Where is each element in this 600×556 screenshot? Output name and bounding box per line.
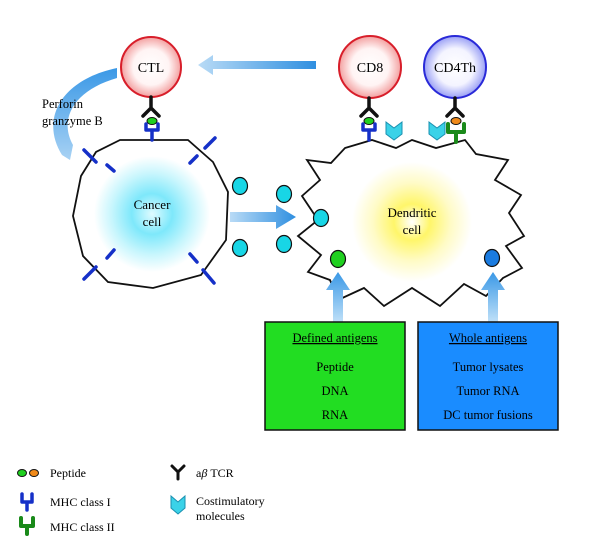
cd4th-label: CD4Th (434, 61, 476, 76)
cd8-label: CD8 (357, 61, 383, 76)
dendritic-cell-label-1: Dendritic (387, 205, 436, 220)
peptide-green-icon (17, 469, 27, 477)
cd4th-cell: CD4Th (423, 35, 487, 99)
cancer-cell-marks (82, 136, 217, 285)
perforin-label-line1: Perforin (42, 97, 84, 111)
mhc2-icon (19, 516, 35, 536)
legend: Peptide MHC class I MHC class II aβ TCR … (17, 464, 265, 536)
ctl-cell: CTL (120, 36, 182, 98)
whole-item-lysates: Tumor lysates (453, 360, 524, 374)
legend-mhc1-label: MHC class I (50, 495, 111, 509)
ctl-label: CTL (138, 61, 164, 76)
whole-up-arrow (481, 272, 505, 322)
defined-item-peptide: Peptide (316, 360, 354, 374)
cd8-cell: CD8 (338, 35, 402, 99)
legend-mhc1: MHC class I (20, 492, 111, 512)
cancer-cell-label-2: cell (143, 214, 162, 229)
whole-item-fusions: DC tumor fusions (443, 408, 533, 422)
cd4th-synapse (428, 96, 466, 144)
ctl-synapse (141, 95, 161, 142)
defined-antigens-title: Defined antigens (292, 331, 377, 345)
dendritic-cell: Dendritic cell (296, 138, 526, 308)
perforin-curved-arrow (53, 68, 117, 160)
legend-peptide: Peptide (17, 466, 86, 480)
mhc1-icon (20, 492, 34, 512)
legend-tcr: aβ TCR (170, 464, 234, 481)
tcr-icon (170, 464, 186, 481)
peptide-orange-icon (29, 469, 39, 477)
legend-tcr-label: aβ TCR (196, 466, 234, 480)
activation-arrow (198, 55, 316, 75)
legend-peptide-label: Peptide (50, 466, 86, 480)
dendritic-cell-label-2: cell (403, 222, 422, 237)
released-antigens (231, 176, 330, 258)
whole-antigen-dot (483, 248, 501, 268)
whole-item-rna: Tumor RNA (456, 384, 519, 398)
perforin-label-line2: granzyme B (42, 114, 103, 128)
costim-icon (170, 494, 186, 515)
whole-antigens-title: Whole antigens (449, 331, 527, 345)
defined-item-rna: RNA (322, 408, 348, 422)
defined-up-arrow (326, 272, 350, 322)
cancer-cell-label-1: Cancer (134, 197, 171, 212)
cd8-synapse (359, 96, 403, 142)
defined-antigen-dot (329, 249, 347, 269)
whole-antigens-box: Whole antigens Tumor lysates Tumor RNA D… (417, 321, 559, 431)
uptake-arrow (230, 205, 296, 229)
defined-antigens-box: Defined antigens Peptide DNA RNA (264, 321, 406, 431)
legend-costim: Costimulatory molecules (170, 494, 265, 523)
legend-costim-label-1: Costimulatory (196, 494, 265, 508)
cancer-cell: Cancer cell (72, 139, 229, 289)
legend-mhc2-label: MHC class II (50, 520, 115, 534)
legend-mhc2: MHC class II (19, 516, 115, 536)
defined-item-dna: DNA (321, 384, 348, 398)
legend-costim-label-2: molecules (196, 509, 245, 523)
